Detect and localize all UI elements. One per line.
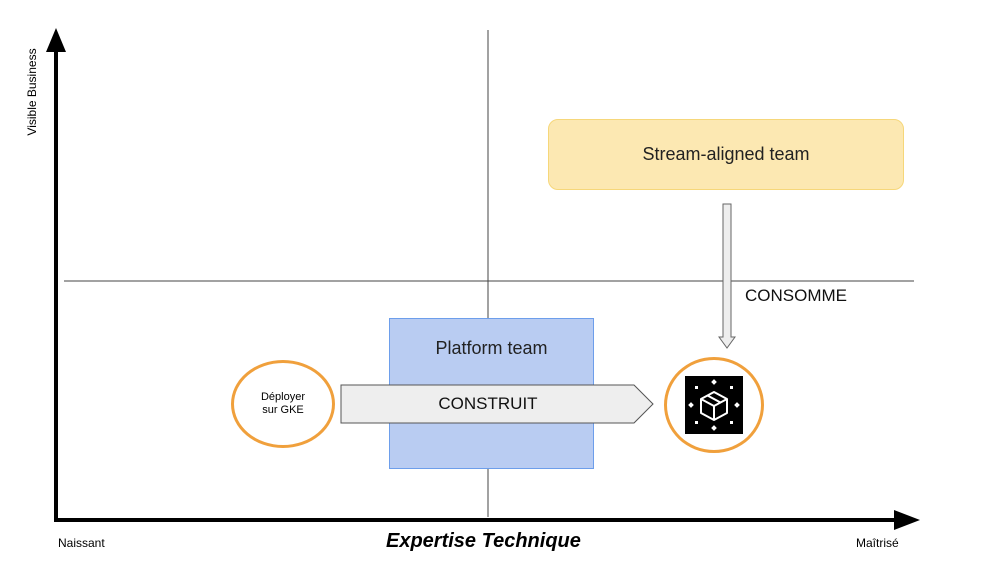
deploy-gke-node: Déployer sur GKE [231, 360, 335, 448]
x-axis-left-label: Naissant [58, 536, 105, 550]
construit-label: CONSTRUIT [438, 394, 538, 413]
x-axis-arrowhead [894, 510, 920, 530]
consomme-label: CONSOMME [745, 286, 847, 305]
x-axis-right-label: Maîtrisé [856, 536, 899, 550]
stream-aligned-team-label: Stream-aligned team [642, 144, 810, 164]
package-cube-icon [685, 376, 743, 434]
construit-arrow [340, 384, 654, 424]
platform-team-label: Platform team [435, 338, 548, 358]
product-node [664, 357, 764, 453]
deploy-label-line2: sur GKE [262, 404, 304, 416]
x-axis-title: Expertise Technique [386, 530, 581, 552]
y-axis-arrowhead [46, 28, 66, 52]
stream-aligned-team: Stream-aligned team [548, 119, 904, 190]
consomme-arrow [718, 203, 736, 349]
deploy-label-line1: Déployer [260, 391, 306, 403]
